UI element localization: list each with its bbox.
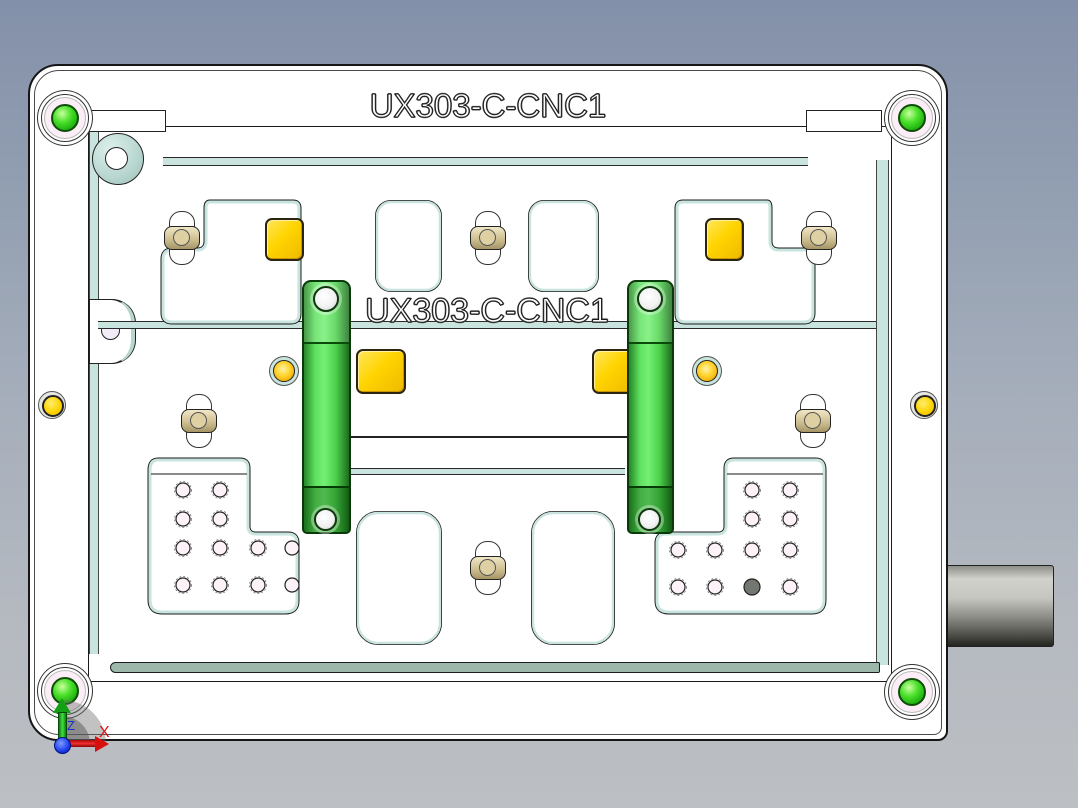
side-hole-right-pin: [914, 395, 936, 417]
nest-locator-tab-hole: [105, 147, 128, 170]
pin-green-head: [898, 678, 926, 706]
hole-grid-bottom-left-threads: [174, 481, 267, 594]
clamp-bar-right-top-hole: [637, 286, 663, 312]
fastener-mid-left: [181, 394, 217, 448]
pin-green-head: [898, 104, 926, 132]
nest-left-edge-band: [89, 132, 99, 654]
fastener-top-left: [164, 211, 200, 265]
clamp-bar-left-top-hole: [313, 286, 339, 312]
nest-bottom-edge-band: [110, 662, 880, 673]
fastener-bottom-center: [470, 541, 506, 595]
pin-green-head: [51, 104, 79, 132]
clamp-bar-left-bottom-hole: [314, 508, 337, 531]
clamp-bar-left: [302, 280, 351, 534]
axis-x-arrowhead: [95, 736, 109, 752]
corner-pin-top-right: [888, 94, 936, 142]
axis-z-label: Z: [67, 718, 75, 733]
plate-chamfer-line: [34, 70, 942, 735]
slot-bottom-right: [531, 511, 615, 645]
part-title-top: UX303-C-CNC1: [369, 86, 607, 124]
axis-y-arrowhead: [53, 698, 71, 713]
hole-grid-bottom-right: [670, 482, 798, 595]
support-pad-top-left: [265, 218, 304, 261]
fastener-center: [479, 229, 496, 246]
fastener-center: [173, 229, 190, 246]
fastener-top-right: [801, 211, 837, 265]
fastener-top-center: [470, 211, 506, 265]
support-pad-top-right: [705, 218, 744, 261]
mid-ledge-line: [98, 321, 876, 329]
nest-right-edge-band: [876, 160, 889, 665]
axis-x-arrow: [62, 740, 96, 747]
hole-grid-bottom-left: [175, 482, 300, 593]
side-hole-right: [910, 391, 938, 419]
pocket-top-right: [674, 199, 816, 325]
fastener-center: [810, 229, 827, 246]
slot-top-right: [528, 200, 599, 292]
locator-button-right: [696, 360, 718, 382]
side-hole-left-pin: [42, 395, 64, 417]
slot-top-left: [375, 200, 442, 292]
hole-grid-bottom-right-threads: [669, 481, 799, 596]
fastener-center: [190, 412, 207, 429]
nest-top-edge-band: [163, 157, 808, 166]
fastener-center: [479, 559, 496, 576]
clamp-bar-right: [627, 280, 674, 534]
fastener-center: [804, 412, 821, 429]
fastener-mid-right: [795, 394, 831, 448]
side-hole-left: [38, 391, 66, 419]
dark-plug-hole: [743, 578, 761, 596]
slot-bottom-left: [356, 511, 442, 645]
origin-sphere: [54, 737, 71, 754]
part-title-center: UX303-C-CNC1: [365, 291, 610, 330]
support-cylinder: [947, 565, 1054, 647]
axis-x-label: X: [99, 724, 110, 741]
clamp-bar-right-bottom-hole: [638, 508, 661, 531]
center-slot-band: [349, 468, 625, 475]
corner-pin-bottom-right: [888, 668, 936, 716]
locator-button-left: [273, 360, 295, 382]
nest-ear-top-right: [806, 110, 882, 132]
support-pad-center-left: [356, 349, 406, 394]
pocket-bottom-right: [654, 457, 827, 615]
center-step-line: [347, 436, 627, 438]
corner-pin-top-left: [41, 94, 89, 142]
